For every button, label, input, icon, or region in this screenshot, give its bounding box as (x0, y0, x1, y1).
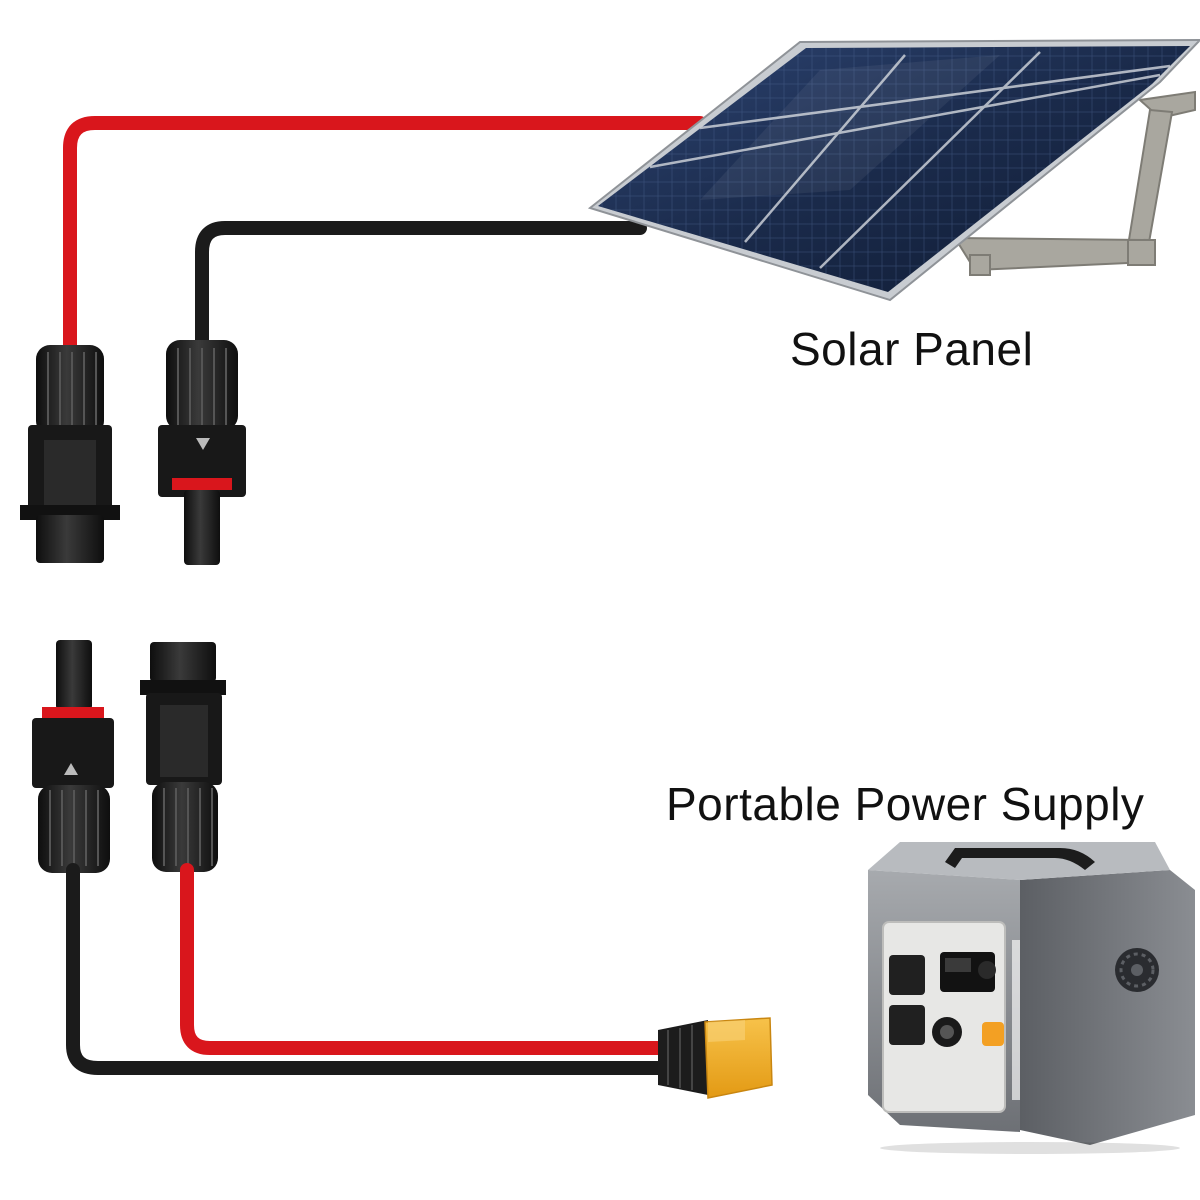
mc4-connector-image (20, 345, 120, 563)
solar-panel-image (587, 38, 1200, 302)
mc4-connector-image (32, 640, 114, 873)
top-red-cable (63, 116, 707, 352)
mc4-connector-image (158, 340, 246, 565)
mc4-connector-image (140, 642, 226, 872)
power-station-image (868, 842, 1195, 1154)
xt60-connector-image (658, 1017, 773, 1099)
bottom-red-cable (180, 863, 672, 1055)
solar-panel-label: Solar Panel (790, 323, 1034, 375)
bottom-black-cable (66, 863, 672, 1075)
portable-power-supply-label: Portable Power Supply (666, 778, 1145, 830)
panel-stand (953, 90, 1196, 276)
handle (945, 848, 1095, 870)
fan-vent (1115, 948, 1159, 992)
top-black-cable (195, 221, 647, 352)
